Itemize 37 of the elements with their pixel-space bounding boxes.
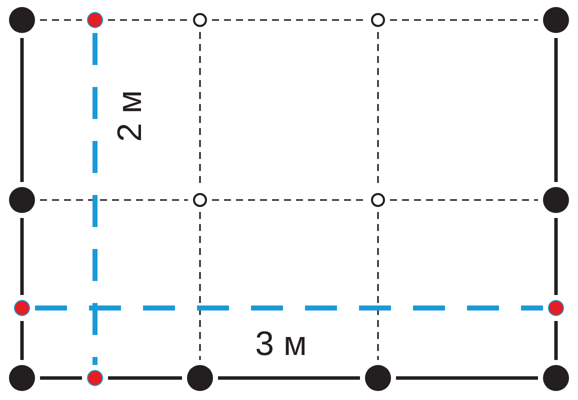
post-dot (543, 365, 569, 391)
marker-dot (87, 370, 103, 386)
wall-line (396, 376, 538, 380)
post-dot (543, 187, 569, 213)
post-dot (9, 187, 35, 213)
wall-line (218, 376, 360, 380)
open-dot (371, 13, 385, 27)
dashed-line (377, 212, 379, 360)
wall-line (554, 321, 558, 360)
dashed-line (212, 19, 366, 21)
dashed-line (390, 199, 538, 201)
post-dot (9, 365, 35, 391)
dimension-line (92, 33, 98, 365)
dashed-line (108, 19, 188, 21)
wall-line (20, 38, 24, 182)
dashed-line (40, 19, 82, 21)
marker-dot (548, 300, 564, 316)
dashed-line (212, 199, 366, 201)
open-dot (193, 193, 207, 207)
post-dot (187, 365, 213, 391)
wall-line (20, 218, 24, 295)
dashed-line (40, 199, 188, 201)
post-dot (9, 7, 35, 33)
wall-line (554, 218, 558, 295)
dashed-line (199, 212, 201, 360)
wall-line (20, 321, 24, 360)
marker-dot (87, 12, 103, 28)
open-dot (193, 13, 207, 27)
open-dot (371, 193, 385, 207)
post-dot (365, 365, 391, 391)
wall-line (108, 376, 182, 380)
dimension-line (35, 306, 543, 310)
marker-dot (14, 300, 30, 316)
wall-line (554, 38, 558, 182)
wall-line (40, 376, 82, 380)
dashed-line (390, 19, 538, 21)
post-dot (543, 7, 569, 33)
